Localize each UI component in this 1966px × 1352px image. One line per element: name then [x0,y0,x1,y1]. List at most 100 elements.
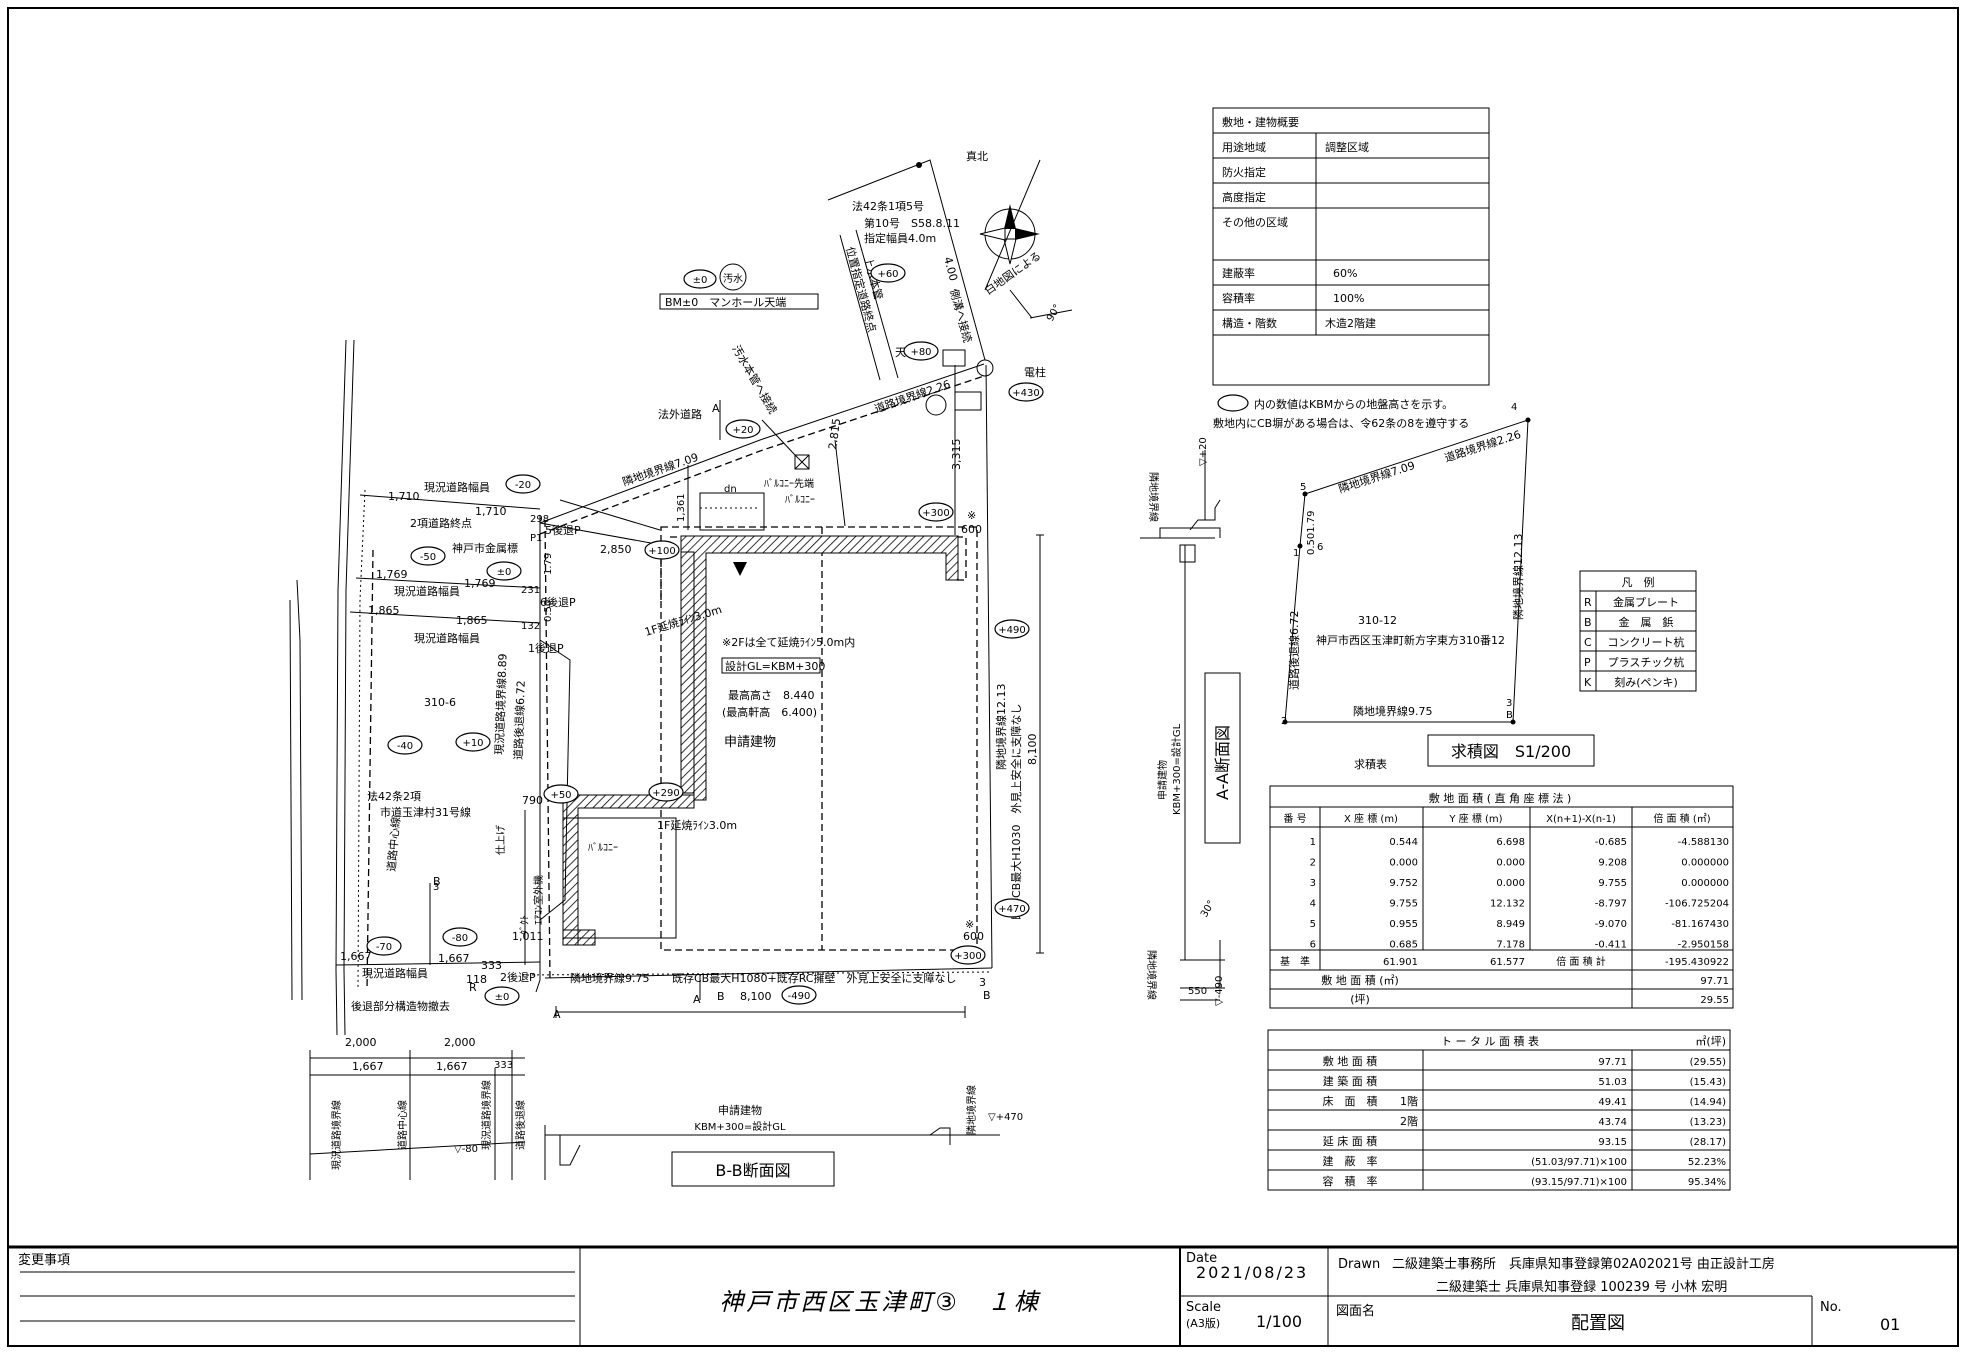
section-aa-title: A-A断面図 [1213,725,1232,800]
height-oval [918,502,954,522]
legend-key: B [1584,616,1592,629]
calc-header: X 座 標 (m) [1344,812,1398,825]
total-cell: 建 築 面 積 [1323,1074,1378,1088]
road-label: ﾀﾞｸﾄ [519,915,531,935]
calc-cell: 6 [1310,940,1316,951]
bm-value: ±0 [693,275,708,286]
calc-title: 敷 地 面 積 ( 直 角 座 標 法 ) [1429,791,1572,805]
title-block: 変更事項 神戸市西区玉津町③ １棟 Date 2021/08/23 Drawn … [8,1245,1958,1346]
calc-table: 求積表 敷 地 面 積 ( 直 角 座 標 法 ) 番 号 X 座 標 (m) … [1269,757,1734,1009]
aa-label: 隣地境界線 [1145,950,1158,1000]
drawing-name: 配置図 [1571,1313,1625,1334]
bb-label: ▽-80 [454,1144,478,1155]
calc-cell: -4.588130 [1678,837,1729,848]
dim: 790 [522,794,543,807]
calc-header: Y 座 標 (m) [1448,812,1502,825]
height-oval [1008,382,1044,402]
note-2f: ※2Fは全て延焼ﾗｲﾝ5.0m内 [722,635,855,649]
height-oval [486,561,522,581]
total-cell: 2階 [1400,1114,1418,1128]
road-label: 神戸市金属標 [452,541,518,555]
height-value: -490 [788,991,811,1002]
calc-cell: 0.000000 [1681,878,1729,889]
calc-cell: 9.755 [1389,899,1418,910]
oblique-label: 2.815 [826,417,843,450]
height-value: ±0 [497,567,512,578]
height-oval [644,540,680,560]
height-oval [903,341,939,361]
calc-tsubo-label: (坪) [1350,993,1370,1006]
bm-oval [683,269,717,289]
area-point-label: B [1506,710,1513,721]
total-cell: 床 面 積 [1323,1094,1378,1108]
height-value: -40 [397,741,413,752]
section-bb: B-B断面図 2,000 2,000 1,667 1,667 333 現況道路境… [309,1036,1023,1187]
bb-dim: 333 [494,1060,513,1071]
height-value: +60 [877,269,898,280]
legend-key: K [1584,676,1592,689]
overview-value: 60% [1333,267,1357,280]
area-point: 6 [1317,542,1323,553]
area-point: 2 [1281,716,1287,727]
height-value: -70 [376,942,392,953]
aa-label: 隣地境界線 [1147,472,1160,522]
bb-label: 隣地境界線 [965,1085,978,1135]
north-label: 真北 [966,149,988,163]
legend-key: R [1584,596,1592,609]
design-gl: 設計GL=KBM+300 [725,659,825,673]
dim: 118 [466,973,487,986]
north-note: 白地図による [982,248,1044,297]
height-oval [994,619,1030,639]
section-aa: A-A断面図 隣地境界線 隣地境界線 申請建物 KBM+300=設計GL ▽+2… [1140,437,1241,1006]
area-edge: 隣地境界線9.75 [1353,704,1433,718]
law-road: 法42条1項5号 [852,199,924,213]
date-label: Date [1186,1251,1217,1266]
road-label: 既存CB最大H1080+既存RC擁壁 外見上安全に支障なし [672,971,956,985]
road-label: 後退部分構造物撤去 [351,999,450,1013]
calc-cell: 12.132 [1490,899,1525,910]
height-oval [410,546,446,566]
bb-label: 申請建物 [718,1103,762,1117]
calc-cell: 3 [1310,878,1316,889]
dim: 2,850 [600,543,632,556]
dim: 1,769 [376,568,408,581]
calc-cell: -2.950158 [1678,940,1729,951]
calc-cell: 1 [1310,837,1316,848]
legend-label: コンクリート杭 [1608,635,1685,649]
bb-dim: 2,000 [444,1036,476,1049]
calc-tsubo: 29.55 [1700,995,1729,1006]
change-label: 変更事項 [18,1252,70,1268]
dim: 298 [530,514,549,525]
dim: 1,667 [340,950,372,963]
bb-dim: 1,667 [436,1060,468,1073]
section-bb-title: B-B断面図 [715,1161,790,1180]
bb-dim: 2,000 [345,1036,377,1049]
overview-table: 敷地・建物概要 用途地域 調整区域 防火指定 高度指定 その他の区域 建蔽率 6… [1212,107,1490,386]
aa-label: ▽+20 [1198,437,1209,466]
road-label: 隣地境界線9.75 [570,971,650,985]
height-value: +300 [954,951,981,962]
architect-text: 二級建築士 兵庫県知事登録 100239 号 小林 宏明 [1436,1279,1727,1295]
pole-mark [916,162,922,168]
oblique-label: 側溝へ接続 [947,287,975,344]
bb-label: 道路中心線 [396,1100,409,1150]
dim: 1,710 [475,505,507,518]
drawn-label: Drawn [1338,1257,1380,1272]
balcony-label: ﾊﾞﾙｺﾆｰ [785,494,815,506]
dim: 8,100 [1026,734,1039,766]
calc-cell: 9.208 [1598,858,1627,869]
balcony-label-2: ﾊﾞﾙｺﾆｰ [588,842,618,854]
dim: 132 [521,621,540,632]
manhole-symbol [719,263,747,291]
height-value: +50 [550,790,571,801]
area-lot: 310-12 [1358,614,1397,627]
area-point: 1 [1293,548,1299,559]
dim: 1,865 [456,614,488,627]
height-oval [484,986,520,1006]
bm-text: BM±0 マンホール天端 [665,296,786,309]
balcony-top: ﾊﾞﾙｺﾆｰ先端 [764,477,814,490]
height-value: +80 [910,347,931,358]
overview-header: 敷地・建物概要 [1222,115,1299,129]
legend-label: 金 属 鋲 [1619,615,1674,629]
dim: 1,011 [512,930,544,943]
